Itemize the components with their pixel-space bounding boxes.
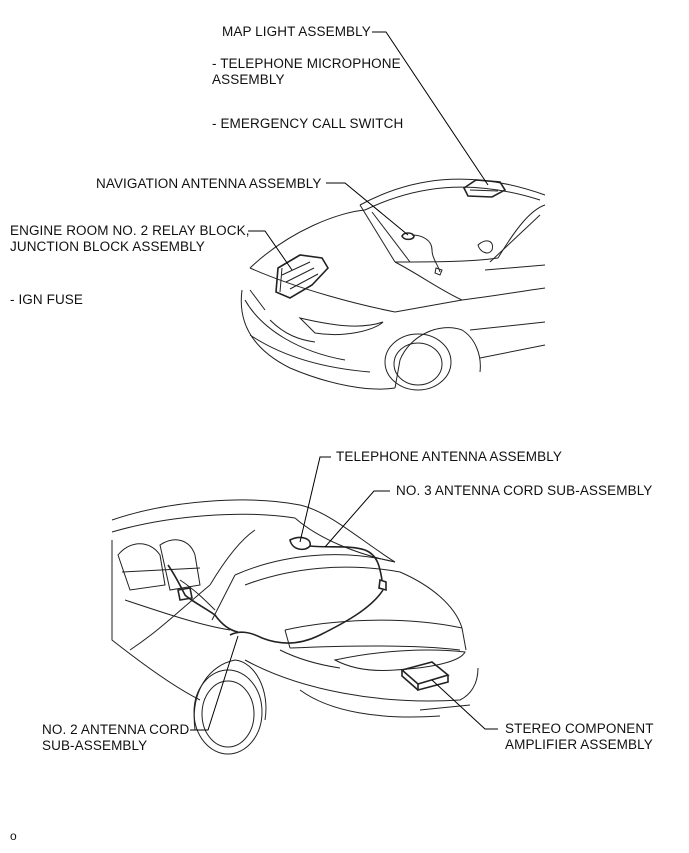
navigation-antenna-label: NAVIGATION ANTENNA ASSEMBLY [96, 176, 322, 191]
telephone-antenna-label: TELEPHONE ANTENNA ASSEMBLY [336, 449, 562, 464]
stereo-amplifier-label-line2: AMPLIFIER ASSEMBLY [505, 737, 653, 752]
engine-room-relay-label: ENGINE ROOM NO. 2 RELAY BLOCK, [10, 223, 250, 238]
no3-antenna-cord-label: NO. 3 ANTENNA CORD SUB-ASSEMBLY [396, 483, 653, 498]
leader-lines [190, 31, 498, 731]
no2-antenna-cord-label: NO. 2 ANTENNA CORD [42, 722, 190, 737]
rear-car-illustration [111, 499, 479, 755]
junction-block-label: JUNCTION BLOCK ASSEMBLY [10, 239, 205, 254]
emergency-call-switch-label: - EMERGENCY CALL SWITCH [212, 116, 404, 131]
telephone-microphone-label: - TELEPHONE MICROPHONE [212, 56, 401, 71]
ign-fuse-label: - IGN FUSE [10, 292, 84, 307]
map-light-label: MAP LIGHT ASSEMBLY [222, 24, 371, 39]
front-car-illustration [240, 178, 546, 391]
no2-antenna-cord-label-line2: SUB-ASSEMBLY [42, 738, 148, 753]
stereo-amplifier-label: STEREO COMPONENT [505, 721, 654, 736]
telephone-microphone-label-line2: ASSEMBLY [212, 72, 285, 87]
figure-code: o [10, 829, 17, 843]
